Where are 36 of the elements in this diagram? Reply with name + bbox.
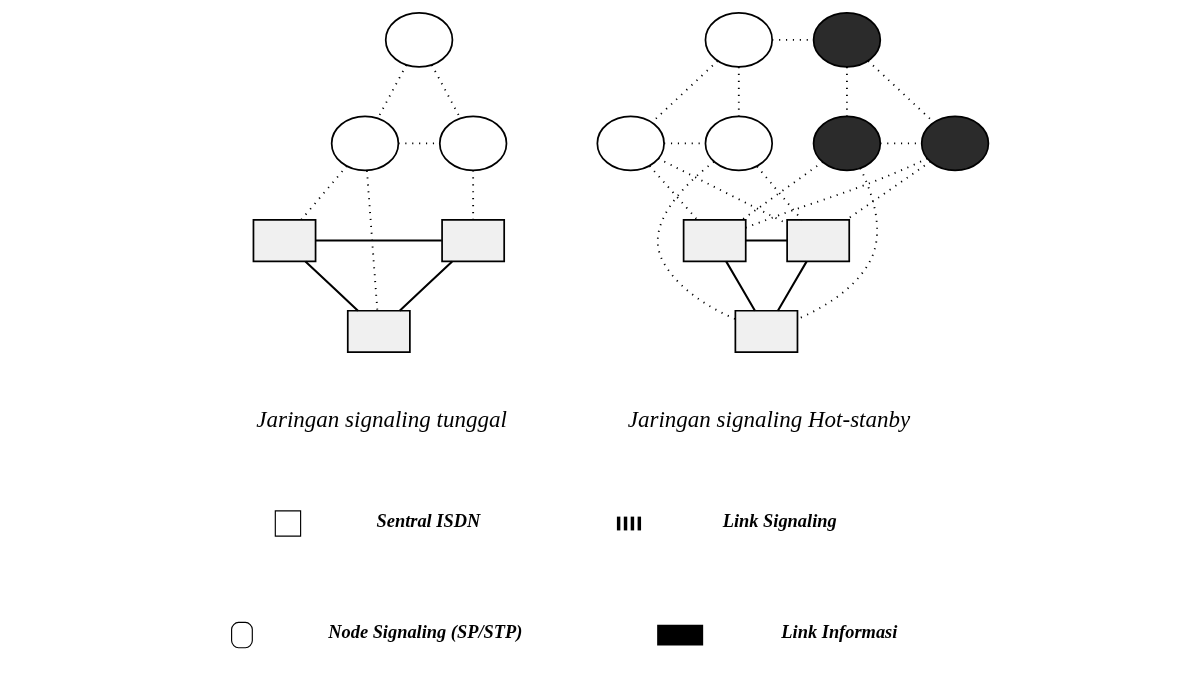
node-circle: [330, 115, 399, 172]
connector: [315, 239, 442, 242]
node-circle: [596, 115, 665, 172]
connector: [656, 160, 736, 320]
legend-label: Link Informasi: [780, 622, 897, 643]
connector: [398, 260, 453, 312]
node-circle: [920, 115, 989, 172]
node-box: [252, 219, 316, 263]
legend-label: Node Signaling (SP/STP): [327, 622, 522, 643]
connector: [299, 165, 348, 221]
connector: [744, 157, 928, 229]
connector: [648, 165, 698, 221]
node-circle: [384, 12, 453, 68]
node-box: [440, 219, 505, 263]
node-circle: [704, 12, 773, 68]
node-circle: [812, 115, 881, 172]
connector: [740, 161, 824, 221]
node-circle: [704, 115, 773, 172]
connector: [724, 260, 756, 312]
legend-label: Link Signaling: [722, 510, 837, 531]
connector: [471, 169, 474, 221]
connector: [845, 66, 848, 118]
connector: [745, 239, 787, 242]
node-circle: [812, 12, 881, 68]
connector: [365, 169, 378, 312]
connector: [776, 260, 808, 312]
connector: [304, 260, 359, 312]
label: Jaringan signaling Hot-stanby: [627, 406, 910, 432]
node-box: [785, 219, 850, 263]
node-box: [346, 309, 411, 353]
node-box: [734, 309, 798, 353]
label: Jaringan signaling tunggal: [255, 406, 507, 432]
connector: [737, 66, 740, 118]
legend-label: Sentral ISDN: [376, 510, 480, 531]
node-circle: [438, 115, 507, 172]
node-box: [682, 219, 747, 263]
